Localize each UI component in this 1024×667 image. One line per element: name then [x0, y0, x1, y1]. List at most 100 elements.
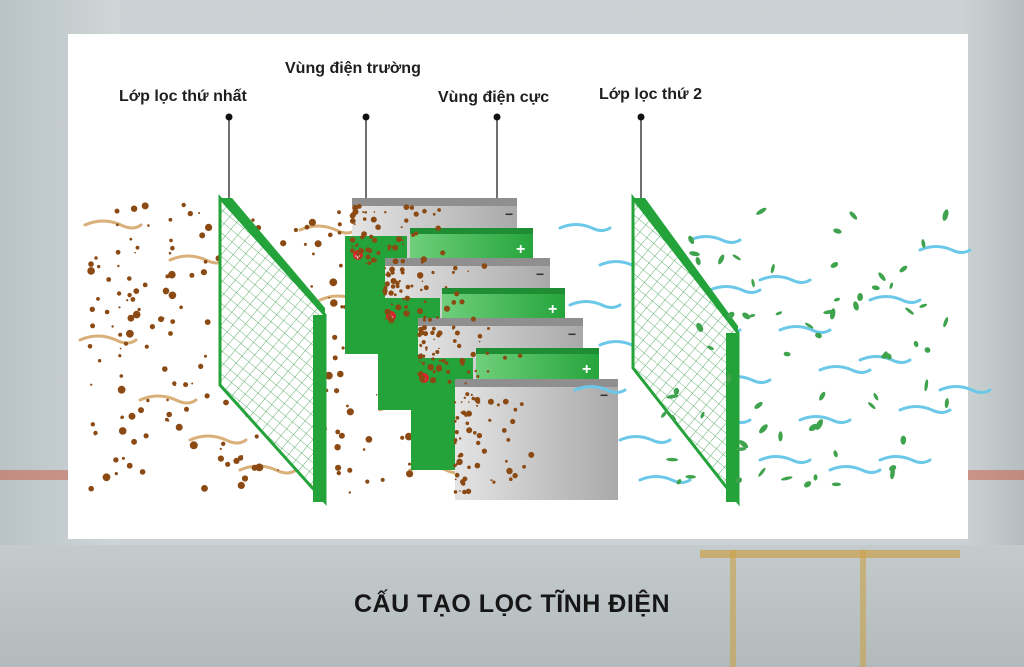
leaf: [666, 394, 679, 399]
green-plate-1: +: [410, 228, 533, 263]
dust-particle: [312, 252, 315, 256]
leaf: [778, 431, 783, 442]
leaf: [739, 440, 749, 449]
dust-particle: [255, 463, 264, 472]
first-filter-layer: [218, 194, 327, 506]
dust-particle: [94, 256, 98, 260]
leaf: [849, 211, 858, 220]
dust-particle: [392, 244, 399, 251]
dust-particle: [454, 330, 460, 336]
dust-particle: [390, 284, 396, 289]
dust-particle: [475, 399, 481, 404]
dust-particle: [422, 208, 427, 214]
dust-particle: [163, 290, 168, 295]
dust-particle: [121, 456, 125, 460]
dust-particle: [221, 441, 226, 446]
dust-particle: [423, 315, 427, 319]
dust-particle: [432, 370, 436, 374]
leaf: [742, 312, 751, 320]
dust-particle: [454, 478, 457, 481]
leaf: [700, 411, 705, 419]
air-stream: [758, 275, 812, 284]
dust-particle: [427, 364, 434, 371]
dust-particle: [453, 401, 457, 404]
dust-particle: [425, 346, 428, 350]
dust-particle: [519, 402, 524, 406]
dust-particle: [362, 217, 367, 221]
dust-particle: [141, 202, 149, 210]
dust-particle: [433, 338, 435, 341]
dust-particle: [422, 318, 426, 322]
dust-particle: [440, 250, 446, 256]
air-stream: [798, 415, 852, 424]
minus-sign: −: [505, 206, 513, 222]
dust-particle: [375, 394, 378, 396]
dust-particle: [113, 457, 119, 463]
dust-particle: [463, 359, 466, 362]
dust-particle: [459, 490, 461, 492]
dust-particle: [358, 256, 362, 260]
dust-particle: [337, 370, 344, 378]
dust-particle: [465, 392, 470, 397]
dust-particle: [432, 212, 436, 216]
dust-particle: [373, 211, 376, 213]
dust-particle: [393, 293, 397, 297]
leaf: [890, 468, 895, 480]
dust-particle: [453, 265, 458, 271]
minus-sign: −: [600, 387, 608, 403]
dust-particle: [314, 240, 322, 248]
dust-particle: [102, 473, 111, 482]
leaf: [666, 457, 679, 462]
dust-particle: [356, 250, 360, 254]
dust-particle: [205, 223, 213, 231]
dust-particle: [131, 438, 138, 445]
dust-particle: [138, 407, 144, 414]
leaf: [775, 311, 783, 316]
dust-particle: [115, 249, 121, 255]
dust-particle: [181, 202, 186, 208]
air-stream: [708, 285, 762, 294]
dust-particle: [432, 326, 436, 331]
leaf: [670, 414, 677, 422]
dust-particle: [386, 272, 391, 278]
leaf: [676, 479, 682, 485]
dust-particle: [251, 218, 255, 222]
air-stream: [558, 223, 612, 232]
dust-particle: [453, 419, 457, 423]
dust-particle: [487, 327, 490, 330]
leaf: [727, 311, 735, 319]
dust-particle: [325, 371, 333, 380]
dust-particle: [198, 212, 201, 214]
dust-particle: [395, 284, 400, 289]
dust-particle: [481, 263, 488, 269]
dust-particle: [349, 237, 356, 243]
dust-particle: [389, 266, 395, 273]
dust-particle: [356, 253, 360, 257]
dust-particle: [173, 383, 176, 387]
dust-particle: [438, 347, 440, 350]
dust-particle: [400, 435, 405, 440]
air-stream: [638, 475, 692, 484]
dust-particle: [168, 331, 173, 336]
leaf: [696, 322, 704, 332]
dust-particle: [332, 334, 338, 340]
dust-particle: [388, 290, 394, 296]
dust-particle: [293, 227, 298, 233]
dust-particle: [330, 299, 338, 307]
dust-particle: [198, 363, 204, 369]
dust-particle: [435, 225, 441, 231]
dust-particle: [413, 211, 419, 217]
dust-particle: [435, 350, 440, 354]
dust-particle: [350, 212, 355, 217]
dust-particle: [144, 344, 149, 349]
dust-particle: [385, 312, 388, 315]
dust-particle: [522, 464, 526, 469]
dust-particle: [225, 461, 231, 467]
dust-particle: [399, 289, 403, 293]
dust-particle: [346, 408, 354, 416]
dust-particle: [486, 370, 490, 373]
dust-particle: [310, 285, 314, 288]
dust-particle: [421, 340, 426, 345]
leaf: [853, 301, 859, 311]
dust-particle: [404, 305, 408, 309]
